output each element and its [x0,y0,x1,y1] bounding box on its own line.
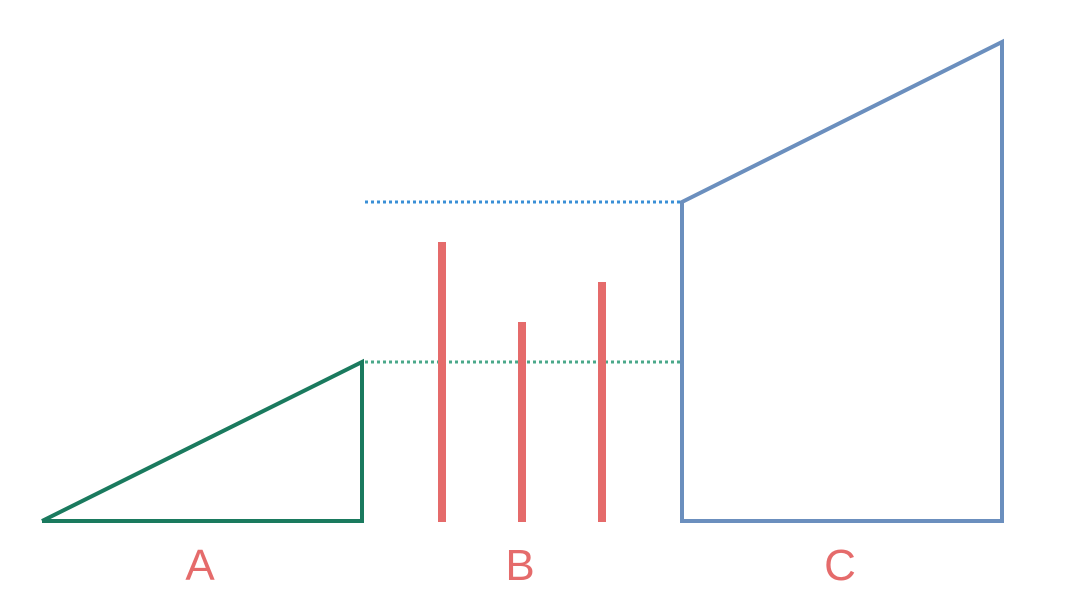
label-c: C [824,541,856,590]
shape-c-trapezoid [680,38,1004,523]
label-a: A [185,541,215,590]
shape-a-triangle [41,358,364,523]
label-b: B [505,541,534,590]
